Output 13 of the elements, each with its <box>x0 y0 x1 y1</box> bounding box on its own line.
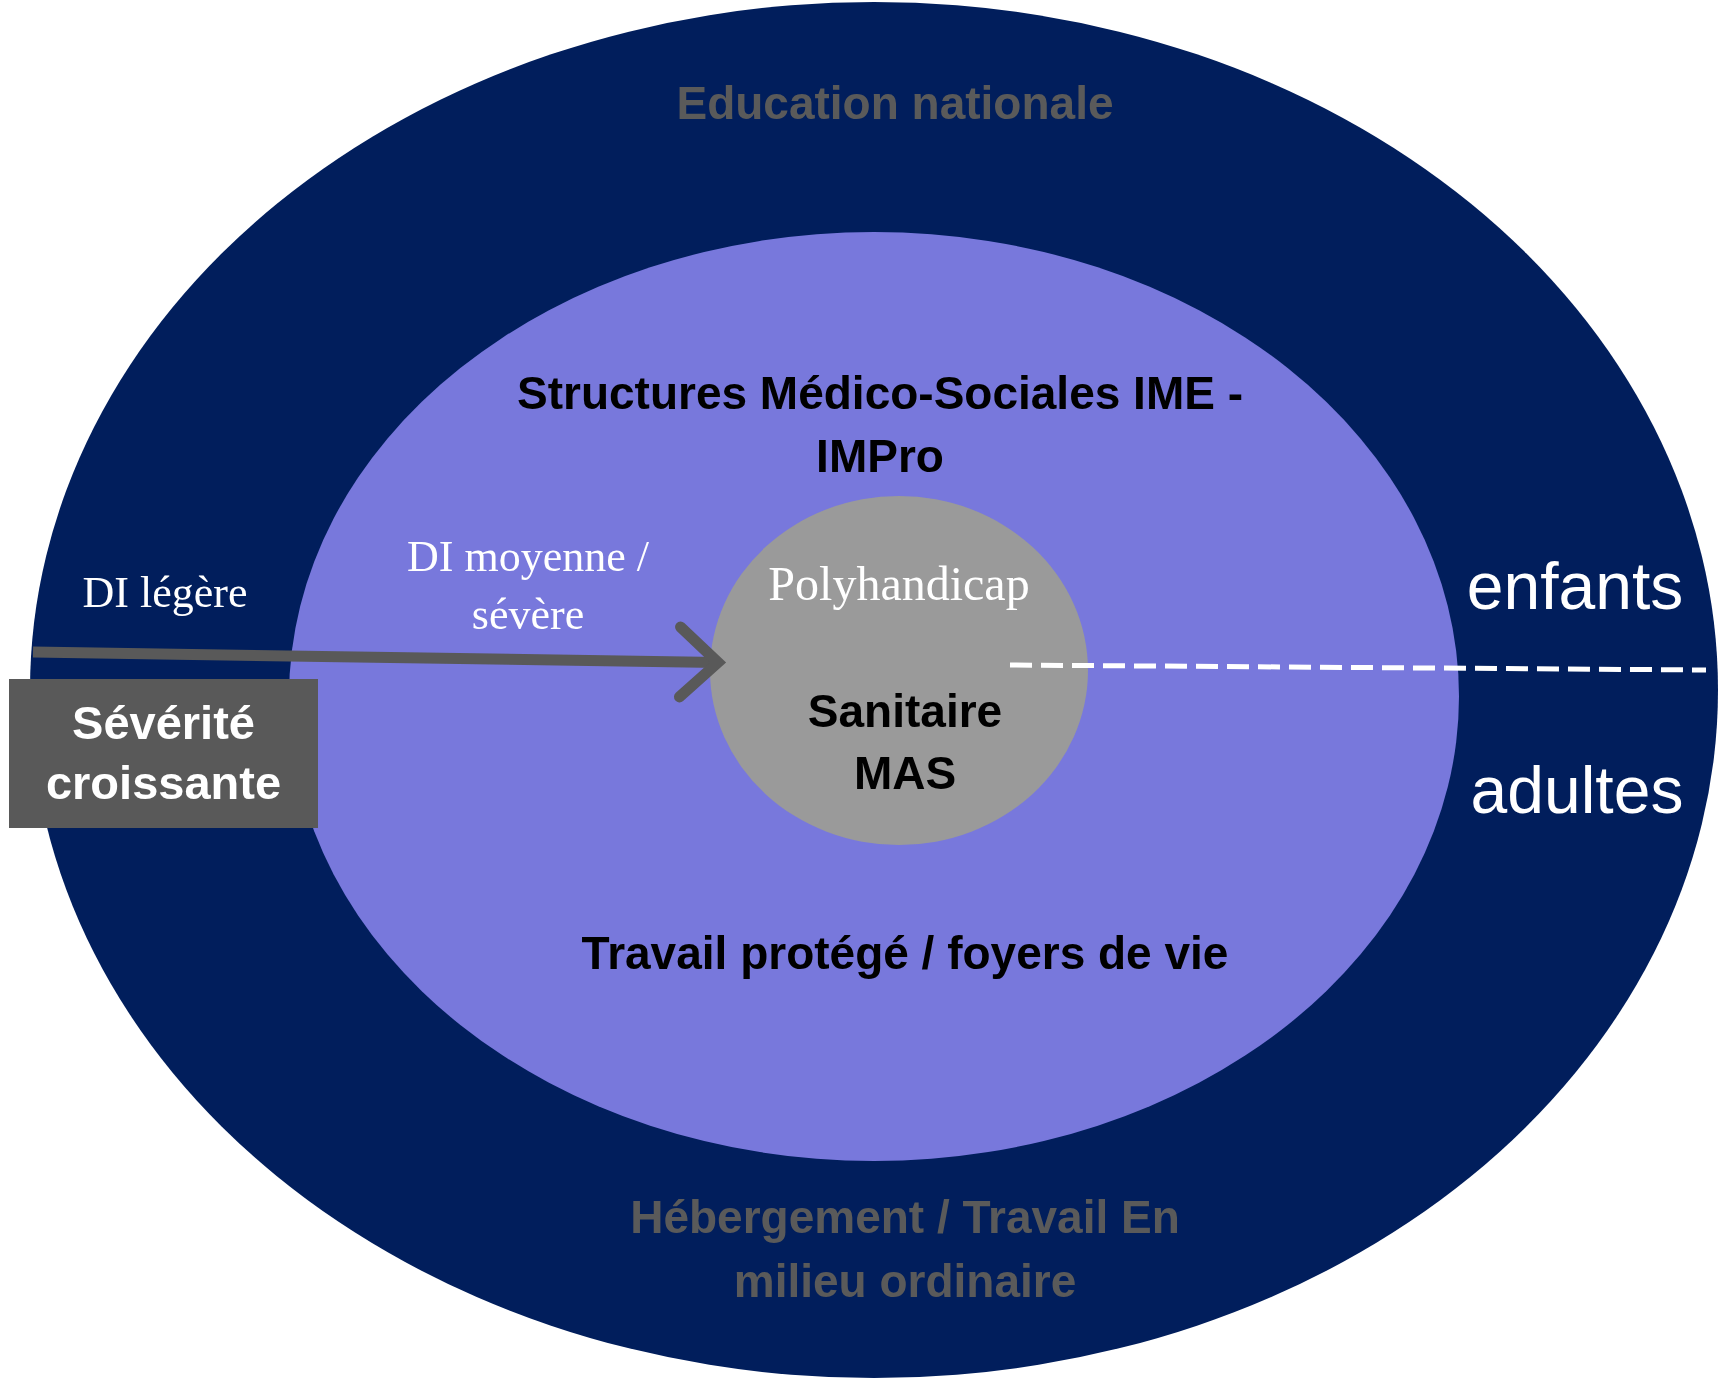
severity-label: DI légère <box>81 567 249 619</box>
age-group-label: adultes <box>1469 752 1685 828</box>
box-label: Sévérité croissante <box>44 695 283 811</box>
arrow <box>32 621 724 703</box>
region-title: Structures Médico-Sociales IME - IMPro <box>516 366 1244 484</box>
severity-label: DI moyenne / sévère <box>406 531 650 641</box>
region-title: Polyhandicap <box>767 556 1031 612</box>
label-box <box>9 679 318 828</box>
region-subtitle: Sanitaire MAS <box>806 684 1004 801</box>
region-subtitle: Hébergement / Travail En milieu ordinaire <box>629 1190 1181 1309</box>
age-group-label: enfants <box>1465 548 1685 624</box>
region-subtitle: Travail protégé / foyers de vie <box>580 926 1230 981</box>
region-title: Education nationale <box>675 76 1115 131</box>
